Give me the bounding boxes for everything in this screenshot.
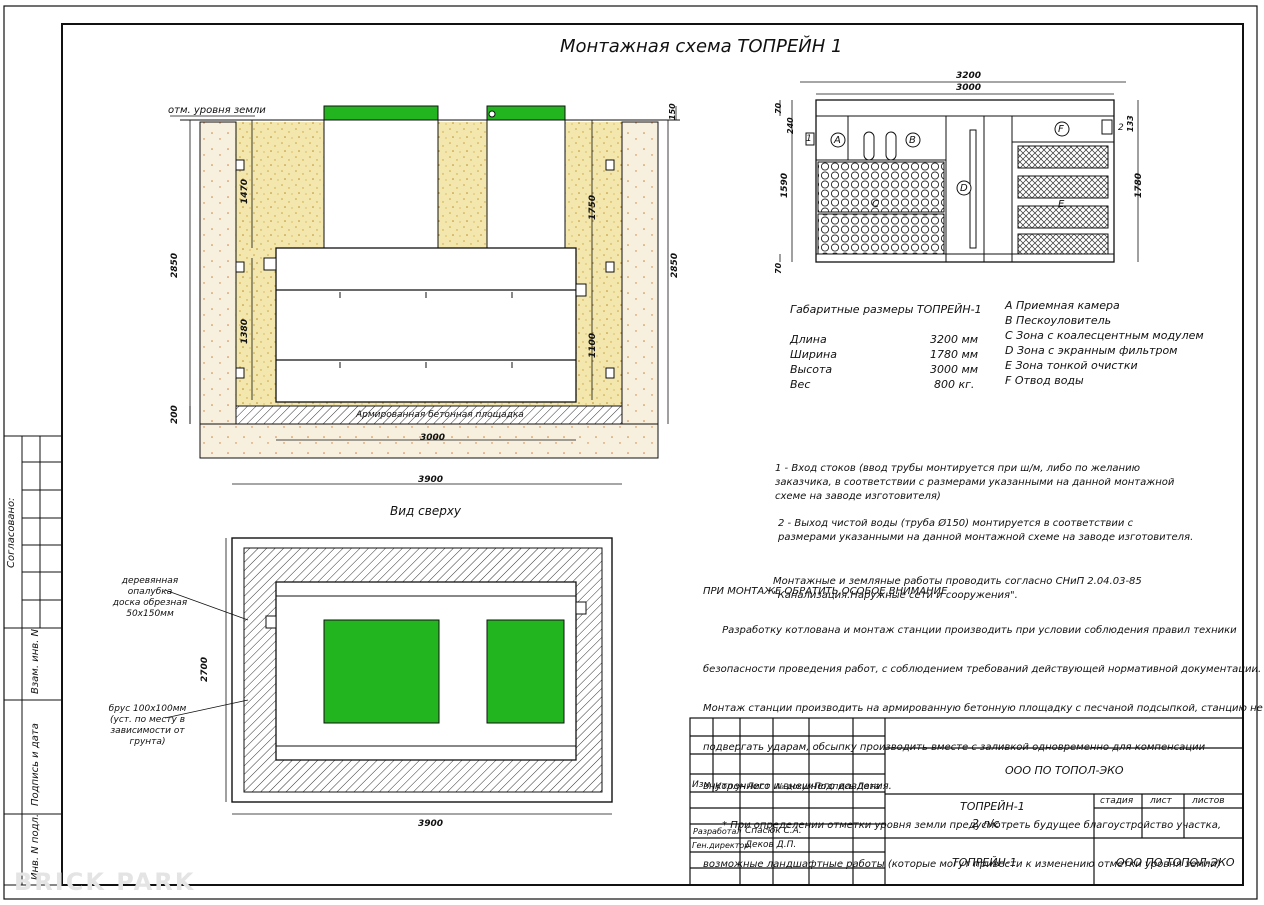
lid-left-top [323, 619, 440, 724]
dim-133: 133 [1126, 115, 1135, 132]
legend-a: A Приемная камера [1005, 299, 1120, 312]
col-izm: Изм [692, 780, 711, 790]
sand-bed [199, 423, 659, 459]
mark-f: F [1058, 124, 1064, 135]
legend-e: E Зона тонкой очистки [1005, 359, 1138, 372]
dim-1590: 1590 [780, 172, 790, 198]
label-boards: деревянная опалубка доска обрезная 50х15… [112, 576, 188, 619]
spec-width-value: 1780 мм [930, 348, 979, 361]
note-2: 2 - Выход чистой воды (труба Ø150) монти… [778, 518, 1194, 543]
watermark-logo: BRICK PARK [14, 868, 196, 896]
col-list: Лист [747, 782, 770, 792]
dim-200: 200 [170, 405, 180, 424]
dim-3000: 3000 [420, 433, 446, 443]
dev-role: Разработал [693, 827, 742, 836]
dim-150: 150 [668, 103, 677, 120]
specs-heading: Габаритные размеры ТОПРЕЙН-1 [790, 303, 982, 316]
dir-name: Деков Д.П. [745, 840, 797, 850]
dim-2850-right: 2850 [670, 252, 680, 278]
spec-length-label: Длина [790, 333, 827, 346]
note-1: 1 - Вход стоков (ввод трубы монтируется … [775, 463, 1175, 502]
mark-1: 1 [806, 134, 812, 144]
dim-2850-left: 2850 [170, 252, 180, 278]
attention-body: Разработку котлована и монтаж станции пр… [703, 625, 1263, 870]
spec-length-value: 3200 мм [930, 333, 979, 346]
dir-role: Ген.директор [692, 841, 750, 850]
product-sub: 2 л/с [972, 817, 1000, 830]
dim-1380: 1380 [240, 318, 250, 344]
stage-label: стадия [1100, 796, 1134, 806]
mark-e: E [1058, 199, 1065, 210]
ground-level-label: отм. уровня земли [168, 105, 266, 116]
top-view-caption: Вид сверху [390, 504, 462, 518]
section-view [779, 81, 1139, 263]
dim-1100: 1100 [588, 332, 598, 358]
side-strip-grid [3, 435, 63, 886]
neck-left [323, 119, 439, 249]
spec-width-label: Ширина [790, 348, 837, 361]
dim-1470: 1470 [240, 178, 250, 204]
dim-3000-section: 3000 [956, 83, 982, 93]
mark-2: 2 [1118, 123, 1124, 133]
drawing-title: Монтажная схема ТОПРЕЙН 1 [560, 36, 843, 57]
slab-label: Армированная бетонная площадка [356, 410, 524, 420]
mark-a: A [834, 135, 841, 146]
lid-right-top [486, 619, 565, 724]
top-view [164, 537, 613, 815]
tank-body [275, 247, 577, 403]
inv-replace-label: Взам. инв. N [30, 629, 41, 694]
dim-3900-top: 3900 [418, 819, 444, 829]
dim-3200: 3200 [956, 71, 982, 81]
soil-right [621, 121, 659, 459]
mark-d: D [960, 183, 968, 194]
dim-1750: 1750 [588, 194, 598, 220]
dim-3900: 3900 [418, 475, 444, 485]
dim-70-bot: 70 [774, 262, 783, 274]
dim-70-top: 70 [774, 102, 783, 114]
attention-heading: ПРИ МОНТАЖЕ ОБРАТИТЬ ОСОБОЕ ВНИМАНИЕ [703, 586, 948, 597]
sign-date-label: Подпись и дата [30, 723, 41, 806]
col-sign: Подпись [814, 782, 855, 792]
product-name: ТОПРЕЙН-1 [960, 800, 1025, 813]
legend-d: D Зона с экранным фильтром [1005, 344, 1178, 357]
spec-weight-value: 800 кг. [934, 378, 975, 391]
label-beam: брус 100х100мм (уст. по месту в зависимо… [108, 704, 187, 747]
col-kol: Кол.уч [715, 782, 747, 792]
col-date: Дата [857, 782, 881, 792]
col-doc: № докум [776, 782, 813, 791]
title-block [689, 717, 1244, 886]
note-3: Монтажные и земляные работы проводить со… [773, 576, 1142, 601]
dim-1780: 1780 [1134, 172, 1144, 198]
dim-2700: 2700 [200, 656, 210, 682]
side-view [170, 105, 680, 485]
lid-right [486, 105, 566, 121]
lid-left [323, 105, 439, 121]
soil-left [199, 121, 237, 459]
neck-right [486, 119, 566, 249]
legend-b: B Пескоуловитель [1005, 314, 1112, 327]
org-top: ООО ПО ТОПОЛ-ЭКО [1005, 764, 1124, 777]
mark-c: C [872, 199, 879, 210]
legend-c: C Зона с коалесцентным модулем [1005, 329, 1204, 342]
dim-240: 240 [786, 117, 795, 134]
mark-b: B [909, 135, 916, 146]
sheets-label: листов [1192, 796, 1225, 806]
spec-height-label: Высота [790, 363, 833, 376]
agreed-label: Согласовано: [6, 497, 17, 568]
sheet-label: лист [1150, 796, 1172, 806]
legend-f: F Отвод воды [1005, 374, 1084, 387]
org-bottom: ООО ПО ТОПОЛ-ЭКО [1116, 856, 1235, 869]
product-bottom: ТОПРЕЙН-1 [952, 856, 1017, 869]
spec-height-value: 3000 мм [930, 363, 979, 376]
spec-weight-label: Вес [790, 378, 811, 391]
dev-name: Спасюк С.А. [745, 826, 802, 836]
